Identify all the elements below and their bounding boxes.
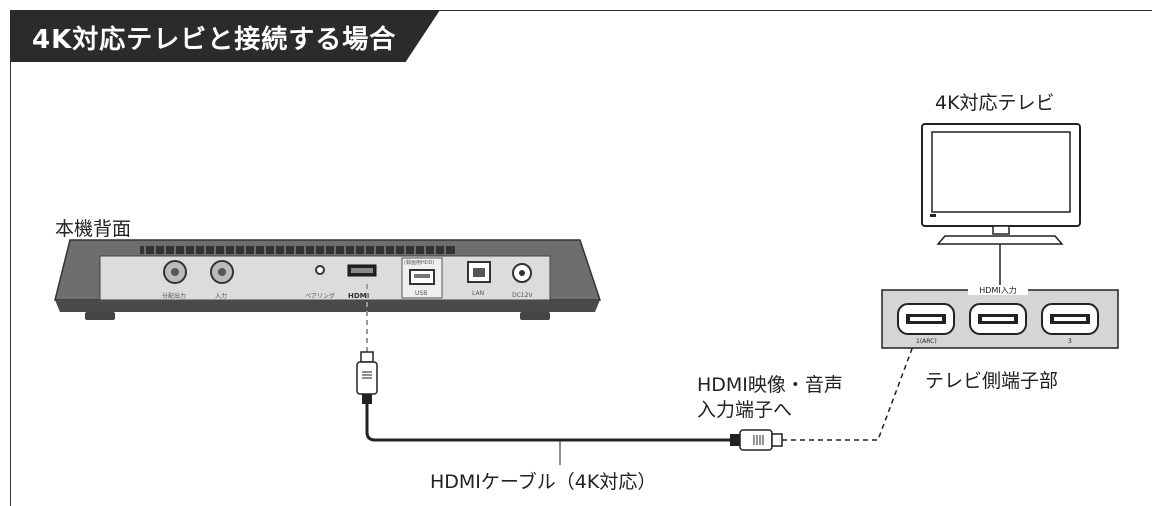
device-back-label: 本機背面 — [55, 218, 132, 240]
hdmi-cable-device-end — [356, 284, 378, 404]
hdmi-cable-tv-end — [730, 337, 917, 451]
svg-text:DC12V: DC12V — [512, 292, 533, 299]
svg-text:HDMI入力: HDMI入力 — [979, 285, 1016, 295]
device-dc-port: DC12V — [512, 263, 533, 299]
hdmi-cable-line — [365, 404, 732, 442]
svg-text:3: 3 — [1068, 338, 1072, 345]
device-hdmi-port: HDMI — [347, 264, 377, 300]
tv-ports-label: テレビ側端子部 — [925, 370, 1059, 392]
svg-text:LAN: LAN — [472, 290, 484, 297]
small-jack: ペアリング — [305, 265, 335, 300]
svg-text:入力: 入力 — [215, 292, 227, 300]
svg-text:分配出力: 分配出力 — [162, 292, 186, 300]
device-lan-port: LAN — [467, 261, 491, 297]
svg-text:1(ARC): 1(ARC) — [916, 338, 937, 345]
section-title: 4K対応テレビと接続する場合 — [32, 25, 397, 55]
tv-illustration — [921, 123, 1081, 288]
antenna-port-1: 分配出力 — [162, 260, 187, 300]
section-title-tab: 4K対応テレビと接続する場合 — [10, 10, 440, 62]
cable-label: HDMIケーブル（4K対応） — [430, 471, 657, 493]
hdmi-input-label-line1: HDMI映像・音声 — [697, 374, 843, 396]
svg-text:HDMI: HDMI — [348, 292, 369, 300]
diagram-frame — [10, 10, 1152, 506]
tv-port-panel: HDMI入力 1(ARC) 3 — [881, 285, 1119, 349]
antenna-port-2: 入力 — [210, 260, 234, 300]
tv-label: 4K対応テレビ — [935, 92, 1055, 114]
svg-text:(録画用HDD): (録画用HDD) — [404, 259, 434, 266]
hdmi-input-label-line2: 入力端子へ — [697, 399, 793, 421]
svg-text:ペアリング: ペアリング — [305, 292, 335, 300]
device-usb-port: (録画用HDD) USB — [401, 257, 443, 299]
svg-text:USB: USB — [415, 290, 427, 297]
